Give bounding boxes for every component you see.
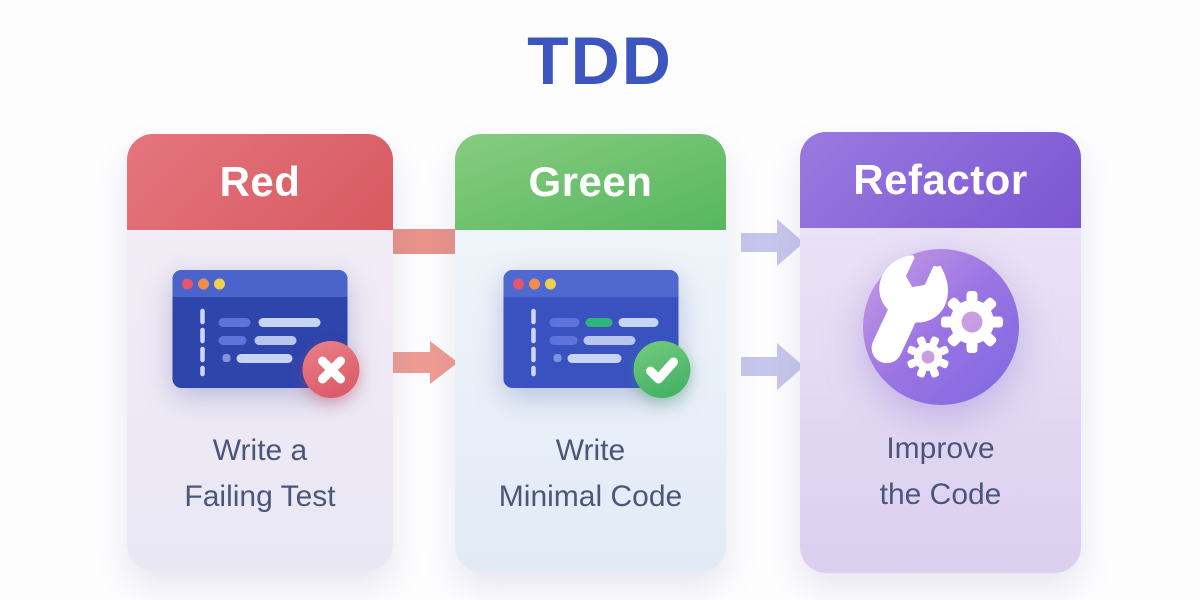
gear-icon-large xyxy=(940,291,1003,353)
code-line xyxy=(218,318,251,327)
traffic-dot-orange-icon xyxy=(198,278,209,290)
card-green-header: Green xyxy=(455,134,726,230)
card-refactor-description: Improve the Code xyxy=(879,432,1002,511)
gear-icon-small xyxy=(906,336,949,378)
card-refactor-header: Refactor xyxy=(800,132,1081,228)
wrench-icon xyxy=(871,255,948,364)
traffic-dot-red-icon xyxy=(182,278,193,290)
error-badge xyxy=(302,341,360,398)
card-green: Green Write Minimal Code xyxy=(455,134,726,572)
card-refactor-title: Refactor xyxy=(853,156,1028,203)
code-line xyxy=(236,354,293,363)
page-title: TDD xyxy=(527,23,673,99)
code-dot xyxy=(553,354,561,362)
card-red-header: Red xyxy=(127,134,393,230)
code-window-success-icon xyxy=(503,270,690,398)
card-red-description: Write a Failing Test xyxy=(184,434,336,513)
traffic-dot-red-icon xyxy=(512,278,524,290)
code-window-error-icon xyxy=(172,270,360,398)
code-line xyxy=(549,336,577,345)
code-line xyxy=(549,318,579,327)
card-green-description: Write Minimal Code xyxy=(498,434,683,513)
red-arrow-right-icon xyxy=(391,341,458,384)
success-badge xyxy=(633,341,690,398)
code-line xyxy=(218,336,247,345)
traffic-dot-yellow-icon xyxy=(214,278,225,290)
card-green-title: Green xyxy=(528,158,653,205)
code-line xyxy=(258,318,321,327)
red-band-connector xyxy=(392,229,455,254)
code-line xyxy=(567,354,621,363)
check-icon xyxy=(646,357,678,383)
code-dot xyxy=(222,354,231,362)
code-line-green xyxy=(585,318,612,327)
traffic-dot-orange-icon xyxy=(528,278,540,290)
x-icon xyxy=(317,356,345,383)
card-refactor: Refactor Improve the Code xyxy=(800,132,1081,573)
code-line xyxy=(618,318,658,327)
window-titlebar xyxy=(503,270,678,297)
purple-arrow-top-right-icon xyxy=(741,219,804,266)
window-titlebar xyxy=(172,270,348,297)
traffic-dot-yellow-icon xyxy=(544,278,556,290)
code-line xyxy=(254,336,297,345)
wrench-gears-icon xyxy=(862,249,1019,405)
purple-arrow-bottom-right-icon xyxy=(741,343,804,390)
code-line xyxy=(583,336,635,345)
card-red-title: Red xyxy=(219,158,301,205)
card-red: Red Write a Failing Test xyxy=(127,134,393,571)
